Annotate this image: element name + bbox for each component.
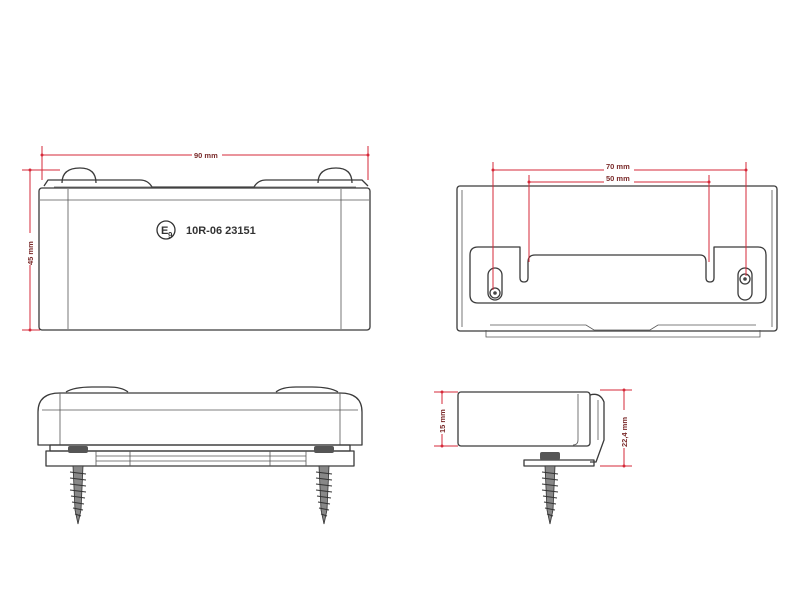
- total-depth-label: 22,4 mm: [620, 417, 629, 447]
- screw-right: [314, 446, 334, 525]
- screw-left: [68, 446, 88, 525]
- outer-spacing-label: 70 mm: [606, 162, 630, 171]
- body-depth-label: 15 mm: [438, 409, 447, 433]
- lamp-body-front: [38, 187, 371, 331]
- mounting-hole-right: [737, 267, 753, 301]
- approval-code: 10R-06 23151: [186, 225, 256, 237]
- bottom-view: [37, 386, 363, 525]
- lamp-body-bottom: [37, 392, 363, 446]
- mounting-plate: [456, 185, 778, 332]
- rear-view: 70 mm 50 mm: [456, 161, 778, 338]
- inner-spacing-label: 50 mm: [606, 174, 630, 183]
- screw-side: [540, 452, 560, 525]
- height-dimension-label: 45 mm: [26, 241, 35, 265]
- approval-circle: [156, 220, 176, 240]
- mounting-hole-left: [487, 267, 503, 301]
- approval-number: 9: [168, 231, 173, 240]
- width-dimension-label: 90 mm: [194, 151, 218, 160]
- front-view: E 9 10R-06 23151 90 mm 45 mm: [22, 146, 371, 332]
- lamp-body-side: [457, 391, 591, 447]
- approval-letter: E: [161, 225, 168, 237]
- side-view: 15 mm 22,4 mm: [434, 388, 632, 525]
